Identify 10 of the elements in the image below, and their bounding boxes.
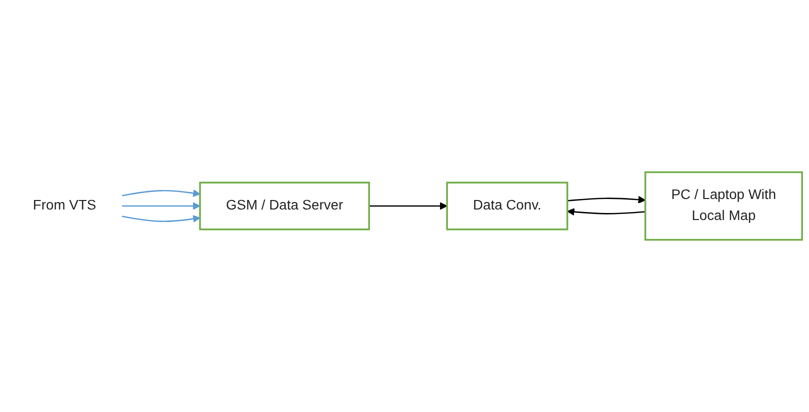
process-box: Data Conv. <box>446 182 568 230</box>
arrow <box>122 215 200 223</box>
source-label: From VTS <box>32 198 96 213</box>
arrow <box>122 202 200 210</box>
process-box: GSM / Data Server <box>199 182 370 230</box>
arrow <box>369 202 448 210</box>
arrow <box>122 189 200 197</box>
arrow <box>567 196 646 204</box>
arrow <box>567 208 646 216</box>
process-box: PC / Laptop With Local Map <box>644 171 803 241</box>
